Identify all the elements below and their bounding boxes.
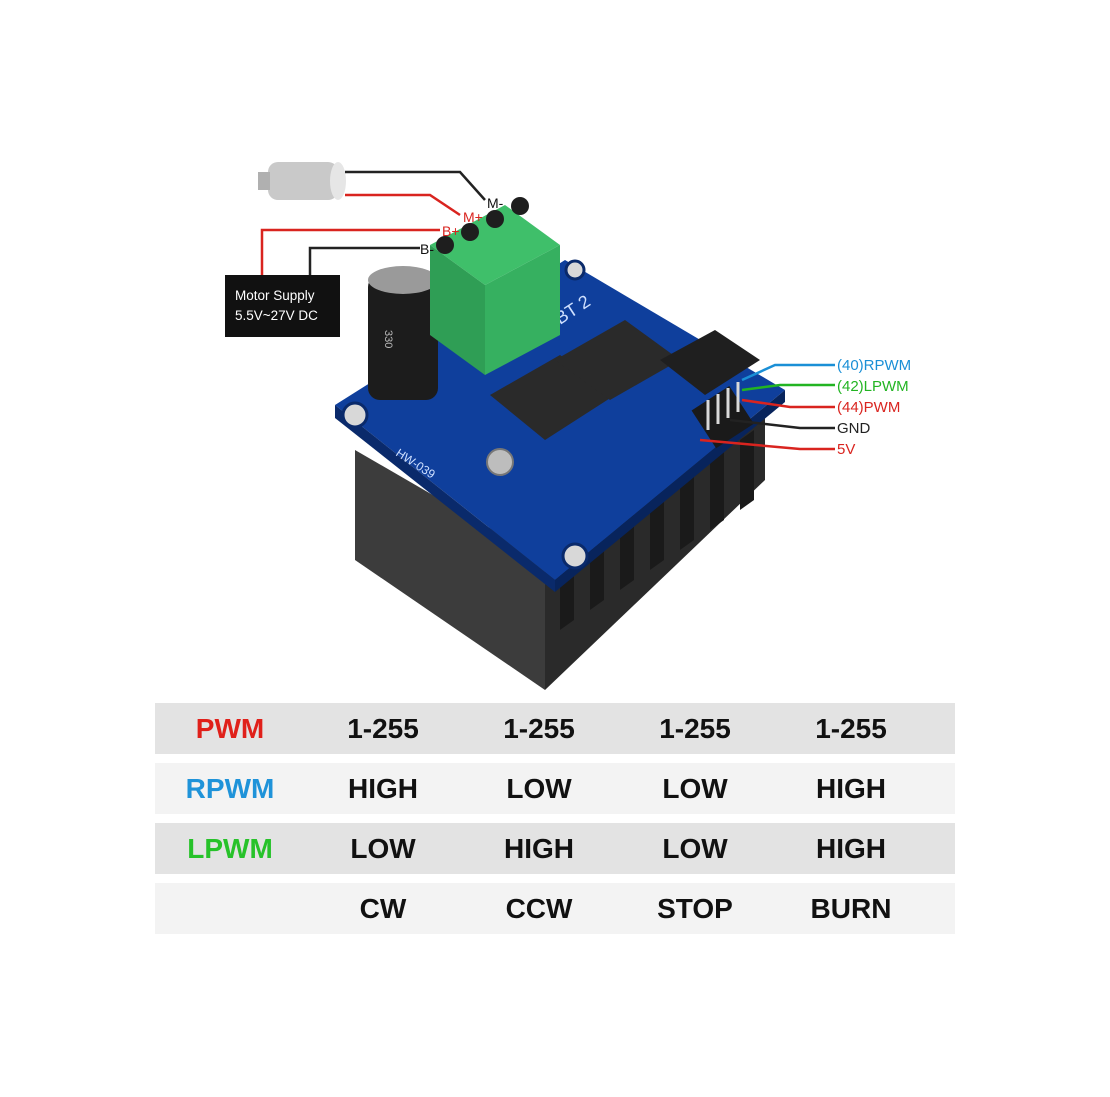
electrolytic-capacitor: 330 — [368, 266, 438, 400]
table-cell: HIGH — [348, 772, 418, 804]
table-cell: LOW — [506, 772, 572, 804]
label-battery-minus: B- — [420, 241, 434, 257]
mount-hole — [341, 401, 369, 429]
mount-hole — [564, 259, 586, 281]
table-cell: STOP — [657, 892, 733, 924]
screw-terminals — [430, 197, 560, 375]
table-cell: 1-255 — [659, 712, 731, 744]
driver-chip-2 — [555, 320, 680, 400]
motor-supply-title: Motor Supply — [235, 288, 315, 303]
table-cell: CW — [359, 892, 407, 924]
table-cell: 1-255 — [503, 712, 575, 744]
wiring-lines — [260, 170, 835, 451]
pin-header — [691, 382, 754, 449]
heatsink — [355, 410, 765, 690]
pin-label: (40)RPWM — [837, 357, 911, 374]
pin-label: (44)PWM — [837, 399, 900, 416]
row-label: PWM — [195, 712, 265, 744]
table-row: LPWM LOW HIGH LOW HIGH — [155, 823, 955, 874]
label-battery-plus: B+ — [442, 223, 460, 239]
capacitor-text: 330 — [382, 330, 394, 348]
motor-supply-box: Motor Supply 5.5V~27V DC — [225, 275, 340, 337]
table-cell: HIGH — [816, 772, 886, 804]
heatsink-screw — [486, 448, 514, 476]
table-row: CW CCW STOP BURN — [155, 883, 955, 934]
table-cell: LOW — [350, 832, 416, 864]
pin-label: GND — [837, 420, 871, 437]
dc-motor — [258, 162, 346, 200]
table-cell: 1-255 — [815, 712, 887, 744]
table-row: RPWM HIGH LOW LOW HIGH — [155, 763, 955, 814]
table-cell: HIGH — [816, 832, 886, 864]
table-row: PWM 1-255 1-255 1-255 1-255 — [155, 703, 955, 754]
row-label: LPWM — [187, 832, 273, 864]
pin-labels: (40)RPWM (42)LPWM (44)PWM GND 5V — [837, 357, 911, 458]
bts7960-module-diagram: BT 2 HW-039 330 — [258, 162, 911, 690]
mount-hole — [561, 542, 589, 570]
table-cell: HIGH — [504, 832, 574, 864]
logic-chip — [660, 330, 760, 395]
module-illustration: BT 2 HW-039 330 — [225, 162, 911, 690]
pin-label: (42)LPWM — [837, 378, 909, 395]
table-cell: CCW — [505, 892, 573, 924]
label-motor-plus: M+ — [463, 209, 483, 225]
table-cell: 1-255 — [347, 712, 419, 744]
pin-label: 5V — [837, 441, 855, 458]
table-cell: LOW — [662, 832, 728, 864]
table-cell: BURN — [810, 892, 892, 924]
table-cell: LOW — [662, 772, 728, 804]
motor-supply-voltage: 5.5V~27V DC — [235, 308, 318, 323]
label-motor-minus: M- — [487, 195, 504, 211]
row-label: RPWM — [185, 772, 275, 804]
